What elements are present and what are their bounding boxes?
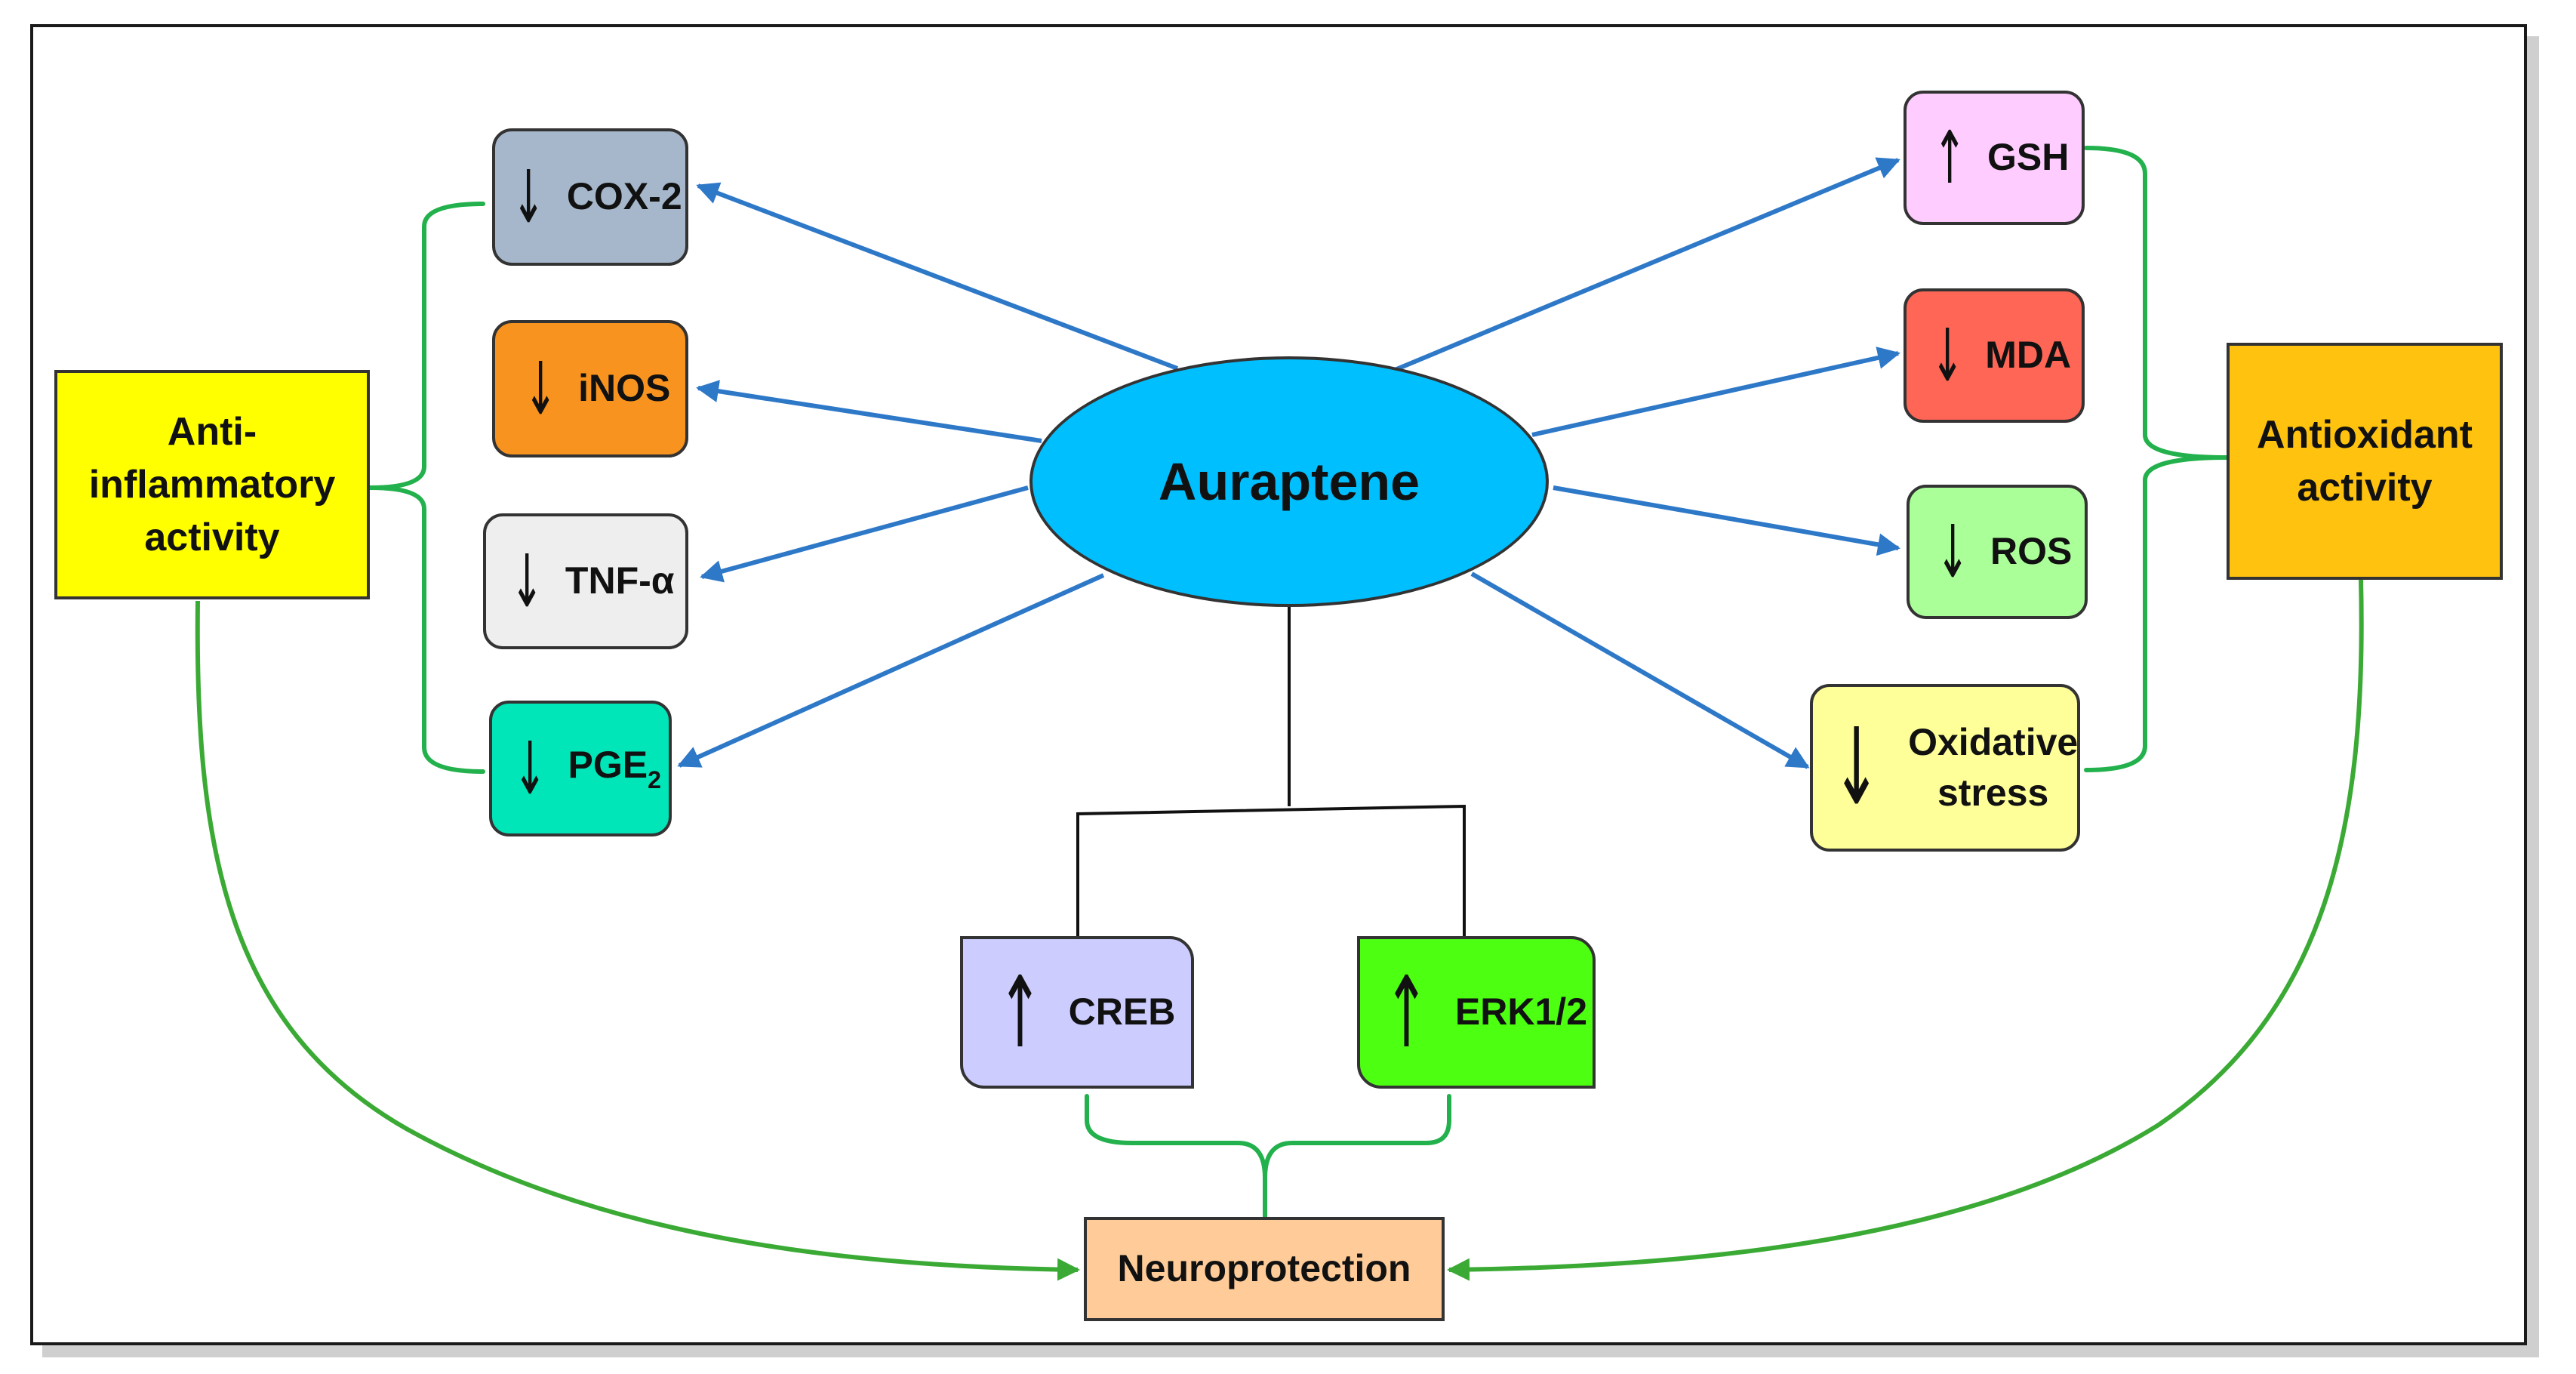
ros-label: ROS bbox=[1990, 530, 2073, 573]
down-arrow-icon: ↓ bbox=[1935, 510, 1969, 594]
antioxidant-line-2: activity bbox=[2297, 466, 2433, 510]
tnf-alpha-label: TNF-α bbox=[565, 559, 675, 602]
down-arrow-icon: ↓ bbox=[1930, 313, 1965, 398]
oxidative-stress-line-2: stress bbox=[1937, 772, 2049, 814]
oxidative-stress-label: Oxidative stress bbox=[1908, 717, 2078, 819]
curve-from-anti-inflammatory bbox=[195, 600, 1080, 1281]
arrow-to-gsh bbox=[1393, 157, 1900, 372]
auraptene-label: Auraptene bbox=[1158, 452, 1420, 511]
diagram-frame bbox=[30, 24, 2527, 1345]
gsh-box: ↑ GSH bbox=[1904, 91, 2085, 225]
mda-box: ↓ MDA bbox=[1904, 288, 2085, 423]
anti-inflammatory-line-3: activity bbox=[144, 516, 280, 560]
oxidative-stress-box: ↓ Oxidative stress bbox=[1810, 684, 2080, 852]
neuroprotection-label: Neuroprotection bbox=[1117, 1247, 1411, 1290]
cox2-label: COX-2 bbox=[566, 175, 682, 218]
down-arrow-icon: ↓ bbox=[1832, 706, 1881, 829]
ros-box: ↓ ROS bbox=[1907, 485, 2088, 619]
neuroprotection-box: Neuroprotection bbox=[1084, 1217, 1445, 1321]
down-arrow-icon: ↓ bbox=[523, 347, 557, 431]
inos-label: iNOS bbox=[578, 367, 671, 410]
arrow-to-mda bbox=[1531, 347, 1900, 437]
pge2-subscript: 2 bbox=[648, 766, 661, 794]
oxidative-stress-line-1: Oxidative bbox=[1908, 720, 2079, 763]
up-arrow-icon: ↑ bbox=[997, 955, 1043, 1070]
pge2-box: ↓ PGE2 bbox=[489, 701, 672, 836]
creb-box: ↑ CREB bbox=[960, 936, 1194, 1089]
anti-inflammatory-box: Anti- inflammatory activity bbox=[54, 370, 370, 599]
erk12-box: ↑ ERK1/2 bbox=[1357, 936, 1596, 1089]
bottom-connector bbox=[1076, 607, 1466, 936]
antioxidant-box: Antioxidant activity bbox=[2227, 343, 2503, 580]
up-arrow-icon: ↑ bbox=[1932, 116, 1966, 200]
right-bracket bbox=[2084, 146, 2227, 772]
left-bracket bbox=[369, 202, 485, 774]
auraptene-node: Auraptene bbox=[1029, 356, 1549, 607]
erk12-label: ERK1/2 bbox=[1454, 990, 1587, 1034]
mda-label: MDA bbox=[1985, 334, 2072, 377]
pge2-label: PGE2 bbox=[568, 740, 661, 796]
anti-inflammatory-line-2: inflammatory bbox=[88, 462, 336, 507]
pge2-text: PGE bbox=[568, 744, 648, 787]
arrow-to-inos bbox=[696, 380, 1042, 443]
tnf-alpha-box: ↓ TNF-α bbox=[483, 513, 688, 649]
down-arrow-icon: ↓ bbox=[513, 726, 547, 811]
creb-label: CREB bbox=[1068, 990, 1176, 1034]
connector-branch bbox=[1076, 804, 1466, 936]
arrow-to-ros bbox=[1553, 485, 1900, 556]
arrow-to-pge2 bbox=[677, 573, 1105, 768]
frame-shadow-bottom bbox=[42, 1345, 2539, 1357]
down-arrow-icon: ↓ bbox=[512, 155, 546, 239]
anti-inflammatory-line-1: Anti- bbox=[167, 409, 257, 454]
inos-box: ↓ iNOS bbox=[492, 320, 688, 457]
arrow-to-tnf bbox=[700, 485, 1029, 583]
gsh-label: GSH bbox=[1987, 136, 2070, 179]
cox2-box: ↓ COX-2 bbox=[492, 128, 688, 266]
arrow-to-cox2 bbox=[696, 182, 1179, 371]
antioxidant-line-1: Antioxidant bbox=[2257, 412, 2473, 457]
bottom-bracket bbox=[1085, 1094, 1451, 1219]
curve-from-antioxidant bbox=[1447, 579, 2364, 1281]
auraptene-arrows bbox=[677, 157, 1900, 769]
down-arrow-icon: ↓ bbox=[510, 539, 544, 624]
up-arrow-icon: ↑ bbox=[1383, 955, 1430, 1070]
arrow-to-oxidative-stress bbox=[1470, 571, 1810, 769]
neuroprotection-curves bbox=[195, 579, 2364, 1281]
frame-shadow-right bbox=[2527, 36, 2539, 1357]
